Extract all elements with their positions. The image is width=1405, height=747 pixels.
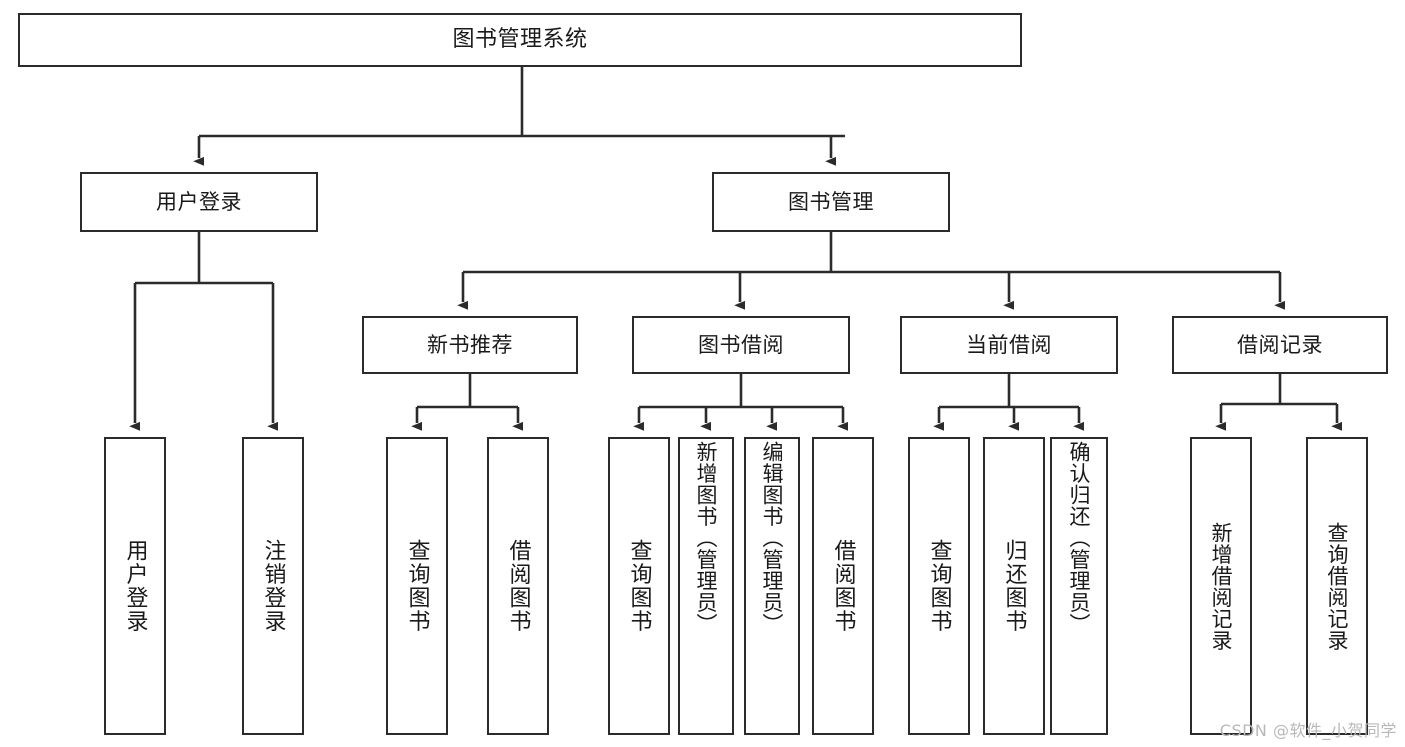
node-leaf-query-book-3[interactable]: 查询图书 [908,437,970,735]
node-leaf-borrow-book-2-label: 借阅图书 [830,539,856,633]
node-user-login[interactable]: 用户登录 [80,172,318,232]
node-leaf-query-book-1[interactable]: 查询图书 [386,437,448,735]
node-borrow-record[interactable]: 借阅记录 [1172,316,1388,374]
node-root-label: 图书管理系统 [452,27,588,53]
node-leaf-user-login[interactable]: 用户登录 [104,437,166,735]
node-leaf-borrow-book-2[interactable]: 借阅图书 [812,437,874,735]
node-leaf-query-book-1-label: 查询图书 [404,539,430,633]
node-book-manage-label: 图书管理 [788,189,874,214]
node-leaf-add-record[interactable]: 新增借阅记录 [1190,437,1252,735]
node-leaf-add-book[interactable]: 新增图书（管理员） [678,437,734,735]
watermark: CSDN @软件_小贺同学 [1219,721,1397,740]
node-leaf-return-book[interactable]: 归还图书 [983,437,1045,735]
node-leaf-logout-label: 注销登录 [260,539,286,633]
node-leaf-borrow-book-1[interactable]: 借阅图书 [487,437,549,735]
node-leaf-logout[interactable]: 注销登录 [242,437,304,735]
node-leaf-return-book-label: 归还图书 [1001,539,1027,633]
node-leaf-query-book-2-label: 查询图书 [626,539,652,633]
node-borrow-record-label: 借阅记录 [1237,332,1323,357]
node-book-manage[interactable]: 图书管理 [712,172,950,232]
node-leaf-query-book-3-label: 查询图书 [926,539,952,633]
node-user-login-label: 用户登录 [156,189,242,214]
node-leaf-query-book-2[interactable]: 查询图书 [608,437,670,735]
node-leaf-edit-book-label: 编辑图书（管理员） [760,441,785,635]
node-new-book-rec[interactable]: 新书推荐 [362,316,578,374]
node-book-borrow[interactable]: 图书借阅 [632,316,850,374]
node-book-borrow-label: 图书借阅 [698,332,784,357]
node-leaf-confirm-return[interactable]: 确认归还（管理员） [1050,437,1108,735]
node-leaf-query-record-label: 查询借阅记录 [1325,521,1350,651]
node-leaf-add-book-label: 新增图书（管理员） [694,441,719,635]
node-leaf-user-login-label: 用户登录 [122,539,148,633]
node-leaf-query-record[interactable]: 查询借阅记录 [1306,437,1368,735]
node-leaf-confirm-return-label: 确认归还（管理员） [1067,441,1092,635]
node-leaf-edit-book[interactable]: 编辑图书（管理员） [744,437,800,735]
node-current-borrow-label: 当前借阅 [966,332,1052,357]
node-current-borrow[interactable]: 当前借阅 [900,316,1118,374]
node-root[interactable]: 图书管理系统 [18,13,1022,67]
node-new-book-rec-label: 新书推荐 [427,332,513,357]
node-leaf-add-record-label: 新增借阅记录 [1209,521,1234,651]
node-leaf-borrow-book-1-label: 借阅图书 [505,539,531,633]
